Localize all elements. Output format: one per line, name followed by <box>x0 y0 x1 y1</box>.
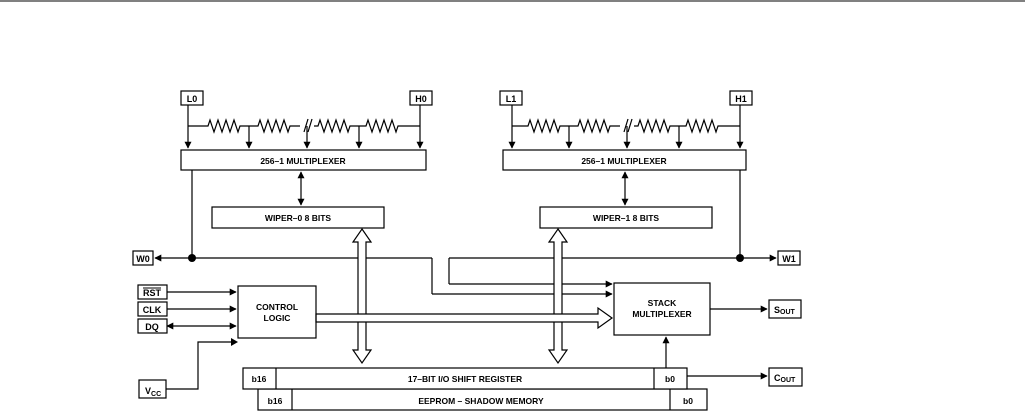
resistor-ladder-0 <box>188 118 300 134</box>
pin-w1-box <box>777 250 801 266</box>
control-label-2: LOGIC <box>264 313 291 323</box>
data-buses <box>315 227 614 365</box>
pin-w0-label: W0 <box>136 254 150 264</box>
pot1-group <box>448 90 801 288</box>
w0-route <box>305 257 613 298</box>
pin-cout-box <box>768 367 803 387</box>
shift-b16-label: b16 <box>252 374 267 384</box>
pin-h0-box <box>409 90 433 106</box>
register-group <box>242 367 803 411</box>
resistor-ladder-1 <box>512 118 620 134</box>
pin-l0-label: L0 <box>187 94 198 104</box>
wiper1-box <box>539 206 713 229</box>
wiper0-label: WIPER–0 8 BITS <box>265 213 331 223</box>
pin-rst-label: RST <box>143 288 162 298</box>
eeprom-label: EEPROM – SHADOW MEMORY <box>418 396 544 406</box>
pin-w0-box <box>132 250 154 266</box>
wiper0-box <box>211 206 385 229</box>
pin-cout-label: COUT <box>774 373 796 384</box>
mux1-box <box>502 149 747 171</box>
control-group <box>137 284 317 399</box>
break-mark-0a <box>303 118 309 133</box>
shift-register-label: 17–BIT I/O SHIFT REGISTER <box>408 374 522 384</box>
w1-node <box>736 254 744 262</box>
mux0-label: 256–1 MULTIPLEXER <box>260 156 345 166</box>
bus-horizontal <box>315 306 614 330</box>
pin-l1-label: L1 <box>506 94 517 104</box>
pin-sout-box <box>768 299 802 319</box>
bus-left-vertical <box>351 227 373 365</box>
pin-h1-label: H1 <box>735 94 747 104</box>
bus-right-vertical <box>547 227 569 365</box>
eeprom-b16-label: b16 <box>268 396 283 406</box>
wiper1-label: WIPER–1 8 BITS <box>593 213 659 223</box>
eeprom-b0-label: b0 <box>683 396 693 406</box>
w0-node <box>188 254 196 262</box>
pin-l0-box <box>180 90 204 106</box>
pin-h1-box <box>729 90 753 106</box>
stack-group <box>613 282 802 368</box>
stack-label-1: STACK <box>648 298 678 308</box>
break-mark-0b <box>307 118 313 133</box>
stack-label-2: MULTIPLEXER <box>632 309 691 319</box>
control-label-1: CONTROL <box>256 302 298 312</box>
pin-clk-label: CLK <box>143 305 162 315</box>
pin-l1-box <box>499 90 523 106</box>
pin-w1-label: W1 <box>782 254 796 264</box>
pin-h0-label: H0 <box>415 94 427 104</box>
pin-sout-label: SOUT <box>774 305 796 316</box>
mux0-box <box>180 149 427 171</box>
shift-register-box <box>242 367 688 390</box>
control-logic-box <box>237 285 317 339</box>
pot0-group <box>132 90 433 266</box>
pin-dq-label: DQ <box>145 322 159 332</box>
pin-vcc-label: VCC <box>145 386 161 398</box>
mux1-label: 256–1 MULTIPLEXER <box>581 156 666 166</box>
shift-b0-label: b0 <box>665 374 675 384</box>
